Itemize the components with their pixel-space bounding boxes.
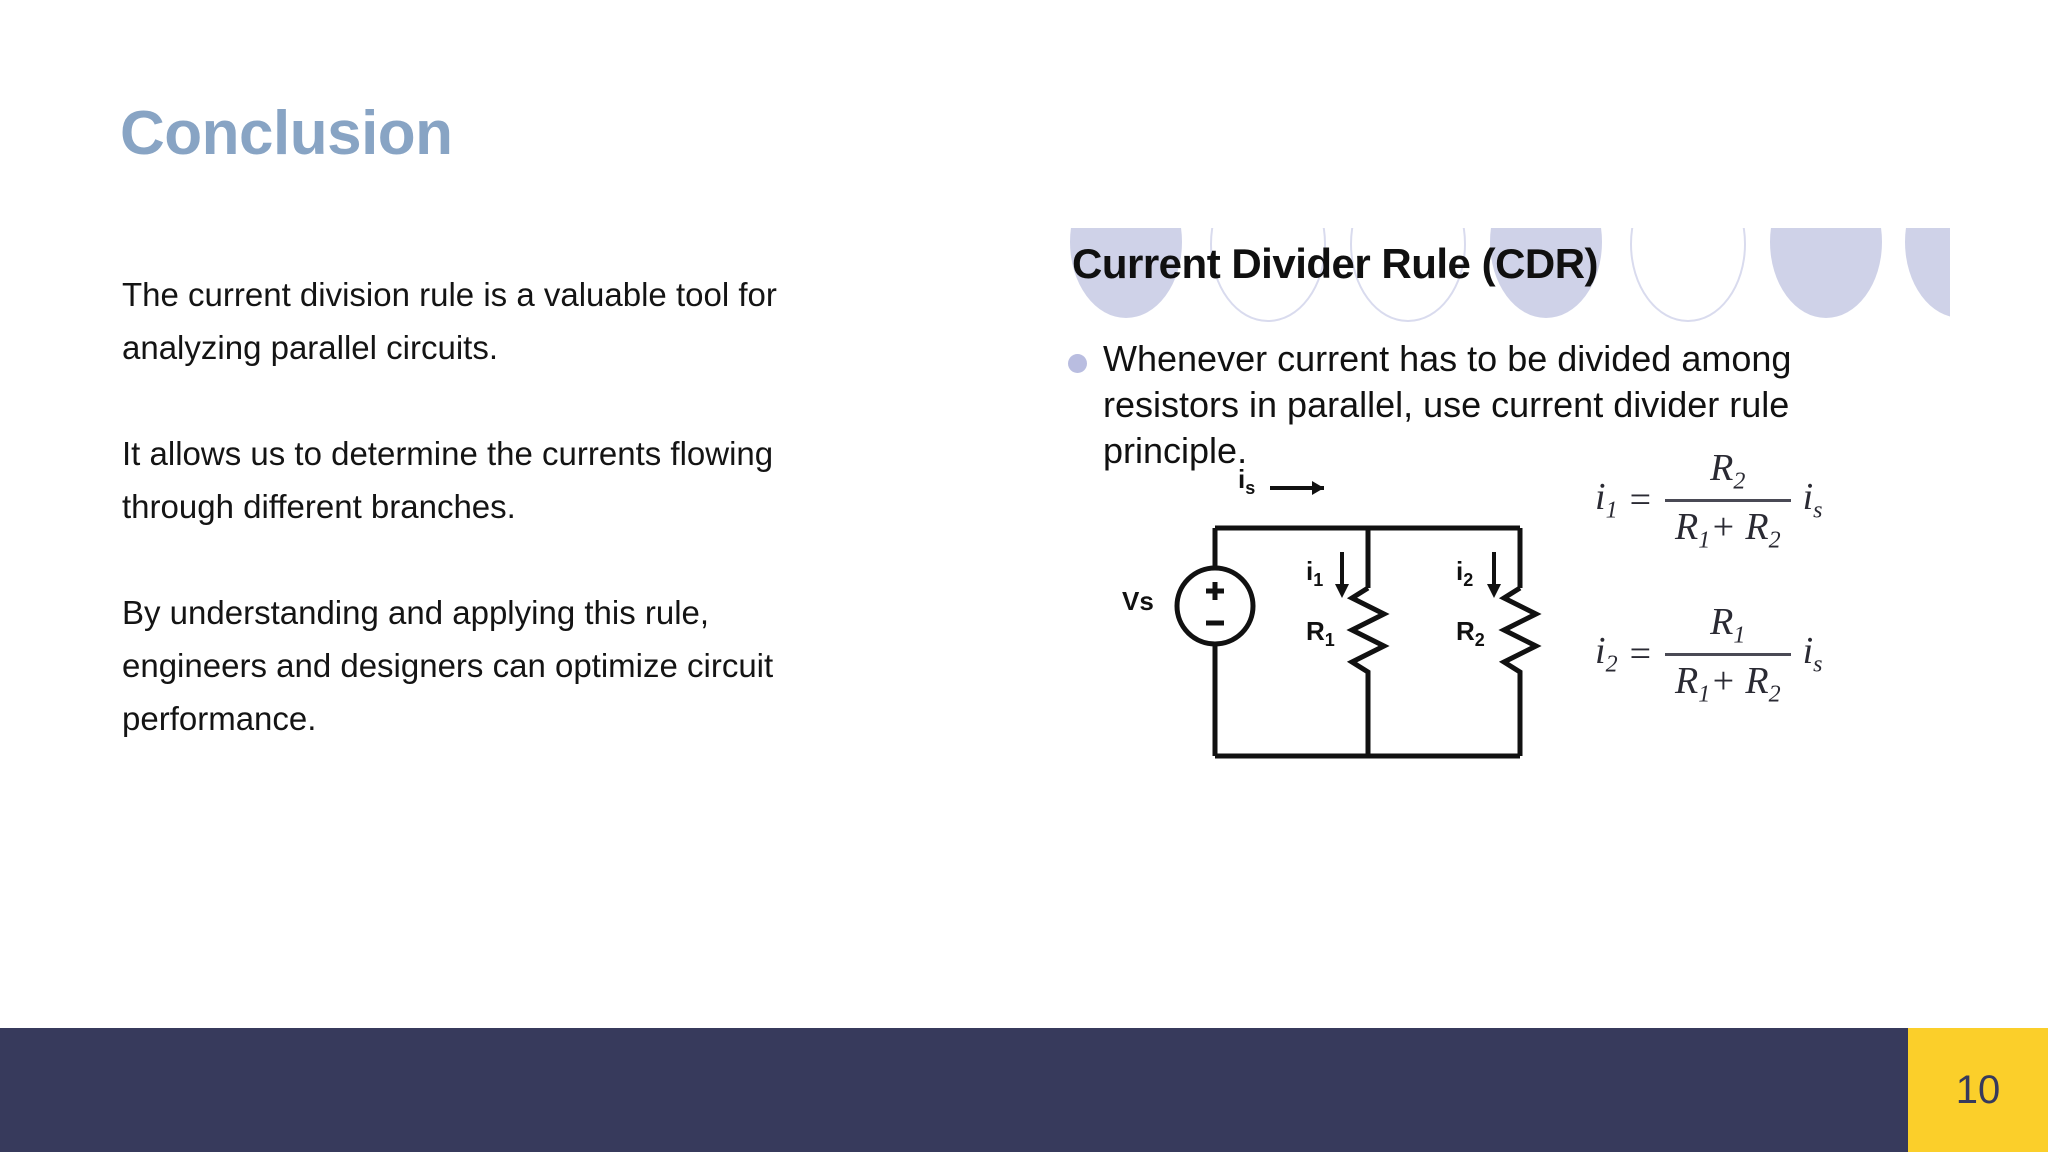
equation-i2-numerator: R1	[1700, 600, 1755, 650]
equation-i1-subscript: 1	[1605, 497, 1618, 524]
equation-i1-den-symbol-2: + R	[1710, 505, 1769, 548]
branch2-current-symbol: i	[1456, 556, 1464, 586]
equation-i2-den-subscript-1: 1	[1698, 681, 1711, 708]
equation-i2-rhs: is	[1803, 629, 1823, 679]
equation-i1-equals: =	[1629, 479, 1651, 522]
page-number: 10	[1955, 1067, 2001, 1112]
equation-i2-fraction-bar	[1665, 652, 1791, 656]
equation-i1-den-subscript-1: 1	[1698, 527, 1711, 554]
equation-i2-den-symbol-1: R	[1675, 659, 1699, 702]
equation-i1-lhs: i1	[1595, 475, 1618, 525]
decorative-circle-filled-4	[1905, 228, 1950, 318]
equation-i1-symbol: i	[1595, 476, 1606, 519]
voltage-source-label: Vs	[1122, 586, 1154, 616]
circuit-svg	[1174, 481, 1542, 759]
equation-i1-den-subscript-2: 2	[1768, 527, 1781, 554]
body-text-block: The current division rule is a valuable …	[122, 268, 822, 745]
equation-i2-denominator: R1+ R2	[1665, 659, 1791, 709]
equation-i2-den-symbol-2: + R	[1710, 659, 1769, 702]
body-paragraph-1: The current division rule is a valuable …	[122, 276, 777, 366]
equation-list: i1 = R2 R1+ R2 is i2 = R1 R1+ R2 is	[1595, 446, 1945, 754]
resistor1-label: R1	[1306, 616, 1335, 651]
equation-i1-numerator: R2	[1700, 446, 1755, 496]
equation-i1-numerator-symbol: R	[1710, 447, 1734, 489]
resistor2-symbol: R	[1456, 616, 1475, 646]
equation-i2-symbol: i	[1595, 630, 1606, 673]
equation-i2-fraction: R1 R1+ R2	[1665, 600, 1791, 708]
decorative-circle-filled-3	[1770, 228, 1882, 318]
resistor2-subscript: 2	[1474, 630, 1485, 651]
equation-i2-numerator-symbol: R	[1710, 601, 1734, 644]
equation-i1-denominator: R1+ R2	[1665, 505, 1791, 555]
equation-i2-den-subscript-2: 2	[1768, 681, 1781, 708]
figure-bullet-text: Whenever current has to be divided among…	[1103, 338, 1792, 471]
bullet-dot-icon	[1068, 354, 1087, 373]
resistor1-symbol: R	[1306, 616, 1325, 646]
body-paragraph-3: By understanding and applying this rule,…	[122, 594, 774, 737]
equation-i1-rhs: is	[1803, 475, 1823, 525]
source-current-symbol: i	[1238, 464, 1246, 494]
branch2-current-label: i2	[1456, 556, 1473, 591]
equation-i2-numerator-subscript: 1	[1733, 622, 1746, 649]
figure-title: Current Divider Rule (CDR)	[1072, 240, 1599, 287]
branch1-current-symbol: i	[1306, 556, 1314, 586]
equation-i1-fraction-bar	[1665, 498, 1791, 502]
figure-bullet-item: Whenever current has to be divided among…	[1068, 336, 1808, 474]
branch2-current-subscript: 2	[1463, 570, 1474, 591]
equation-i2-rhs-subscript: s	[1813, 652, 1823, 679]
equation-i2-equals: =	[1629, 633, 1651, 676]
body-paragraph-2: It allows us to determine the currents f…	[122, 435, 774, 525]
resistor2-label: R2	[1456, 616, 1485, 651]
equation-i2-rhs-symbol: i	[1802, 630, 1814, 673]
page-title: Conclusion	[120, 99, 453, 168]
source-current-subscript: s	[1245, 478, 1256, 499]
equation-i2: i2 = R1 R1+ R2 is	[1595, 600, 1945, 708]
equation-i1-numerator-subscript: 2	[1733, 468, 1746, 495]
equation-i2-subscript: 2	[1605, 652, 1618, 679]
equation-i2-lhs: i2	[1595, 629, 1618, 679]
decorative-circle-outline-3	[1630, 228, 1746, 322]
embedded-figure-image: Current Divider Rule (CDR) Whenever curr…	[1060, 228, 1950, 918]
resistor1-subscript: 1	[1324, 630, 1335, 651]
equation-i1: i1 = R2 R1+ R2 is	[1595, 446, 1945, 554]
branch1-current-subscript: 1	[1313, 570, 1324, 591]
equation-i1-fraction: R2 R1+ R2	[1665, 446, 1791, 554]
circuit-diagram: Vs is i1 R1 i2 R2	[1120, 456, 1600, 786]
equation-i1-den-symbol-1: R	[1675, 505, 1699, 548]
equation-i1-rhs-subscript: s	[1813, 497, 1823, 524]
equation-i1-rhs-symbol: i	[1802, 476, 1814, 519]
source-current-label: is	[1238, 464, 1255, 499]
branch1-current-label: i1	[1306, 556, 1323, 591]
footer-bar	[0, 1028, 2048, 1152]
page-number-block: 10	[1908, 1028, 2048, 1152]
decorative-circles	[1060, 228, 1950, 326]
